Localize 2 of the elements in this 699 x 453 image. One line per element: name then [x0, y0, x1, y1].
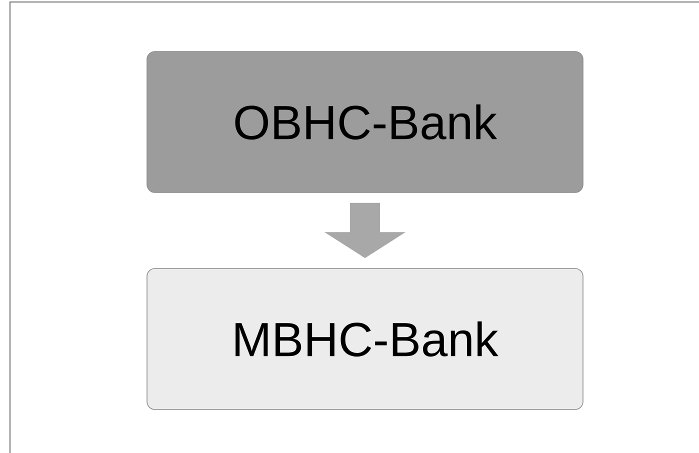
process-box: MBHC-Bank: [146, 268, 584, 410]
process-box: OBHC-Bank: [146, 51, 584, 193]
